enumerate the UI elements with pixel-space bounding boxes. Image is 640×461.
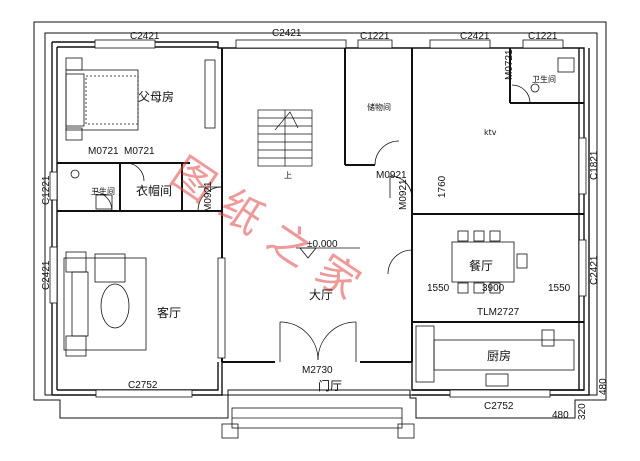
door-m0921-a: M0921 <box>203 181 214 212</box>
dim-bottom-right-3: 480 <box>598 378 609 395</box>
dim-3900: 3900 <box>482 283 505 294</box>
room-bath-2: 卫生间 <box>532 75 556 84</box>
room-bath-1: 卫生间 <box>91 187 115 196</box>
interior-walls <box>57 48 584 363</box>
dim-left-2: C2421 <box>41 260 52 290</box>
dim-top-1: C2421 <box>130 31 160 42</box>
dim-1760: 1760 <box>437 175 448 198</box>
entry-steps <box>221 407 415 439</box>
door-m2730: M2730 <box>302 365 333 376</box>
dim-top-5: C1221 <box>528 31 558 42</box>
windows <box>49 39 587 398</box>
dim-right-1: C1821 <box>589 150 600 180</box>
door-m0921-b: M0921 <box>376 170 407 181</box>
dim-1550-b: 1550 <box>548 283 571 294</box>
stair-up-label: 上 <box>284 171 292 180</box>
room-ktv: ktv <box>484 128 497 137</box>
door-m0721-b: M0721 <box>124 146 155 157</box>
room-cloakroom: 衣帽间 <box>136 184 173 198</box>
dim-bottom-right-1: 480 <box>552 410 569 421</box>
dim-left-1: C1221 <box>41 175 52 205</box>
room-entry: 门厅 <box>318 379 343 393</box>
elevation-label: ±0.000 <box>307 239 338 250</box>
elevation-marker <box>296 247 360 259</box>
room-living: 客厅 <box>157 306 182 320</box>
furniture <box>63 57 575 387</box>
dim-top-2: C2421 <box>272 28 302 39</box>
door-tlm2727: TLM2727 <box>477 307 520 318</box>
room-kitchen: 厨房 <box>487 349 512 363</box>
room-hall: 大厅 <box>309 288 334 302</box>
outer-walls <box>33 21 607 419</box>
room-dining: 餐厅 <box>469 259 494 273</box>
door-m0721-a: M0721 <box>88 146 119 157</box>
dim-1550-a: 1550 <box>427 283 450 294</box>
dim-bottom-1: C2752 <box>128 380 158 391</box>
dim-top-4: C2421 <box>460 31 490 42</box>
dim-bottom-2: C2752 <box>484 401 514 412</box>
door-m0721-c: M0721 <box>504 49 515 80</box>
stairs <box>257 109 313 167</box>
dim-right-2: C2421 <box>589 255 600 285</box>
room-storage: 储物间 <box>367 103 391 112</box>
dim-top-3: C1221 <box>360 31 390 42</box>
door-m0921-c: M0921 <box>398 179 409 210</box>
room-parents: 父母房 <box>138 90 175 104</box>
dim-bottom-right-2: 320 <box>577 403 588 420</box>
